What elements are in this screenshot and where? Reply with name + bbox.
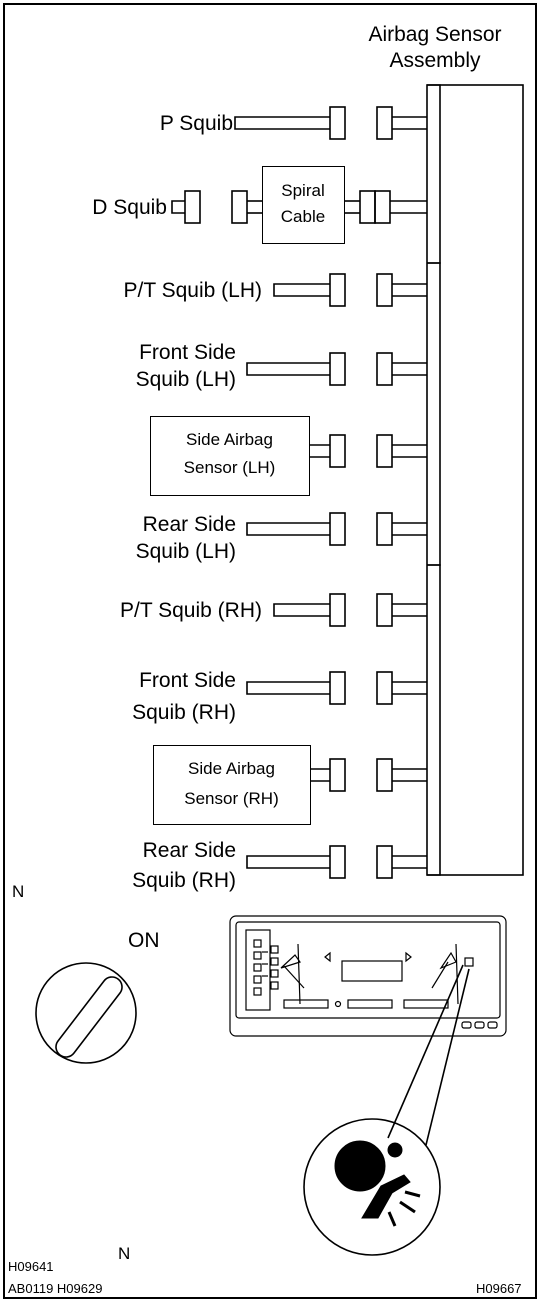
front-side-squib-lh-line-1: Front Side (139, 341, 236, 364)
d-squib-label: D Squib (92, 196, 167, 219)
side-sensor-lh-line-1: Side Airbag (186, 430, 273, 449)
assembly-title-line-2: Assembly (389, 49, 481, 72)
pt-squib-lh-label: P/T Squib (LH) (123, 279, 263, 302)
row-front-side-squib-lh (246, 352, 427, 386)
row-rear-side-squib-lh (246, 512, 427, 546)
p-squib-label: P Squib (159, 112, 233, 135)
marker-n-top: N (12, 882, 25, 901)
ignition-key-icon (35, 962, 137, 1064)
ignition-on-label: ON (128, 929, 160, 952)
connector-strip-3 (427, 564, 441, 876)
rear-side-squib-rh-line-1: Rear Side (142, 839, 236, 862)
row-pt-squib-rh (273, 593, 427, 627)
side-airbag-sensor-rh-box: Side Airbag Sensor (RH) (153, 745, 311, 825)
figure-code-3: H09667 (476, 1281, 522, 1296)
row-rear-side-squib-rh (246, 845, 427, 879)
row-p-squib (234, 106, 427, 140)
spiral-cable-box: Spiral Cable (262, 166, 345, 244)
assembly-title-line-1: Airbag Sensor (368, 23, 502, 46)
spiral-cable-line-1: Spiral (281, 181, 325, 200)
row-d-squib (171, 190, 427, 224)
airbag-warning-callout (303, 964, 470, 1256)
side-airbag-sensor-lh-box: Side Airbag Sensor (LH) (150, 416, 310, 496)
row-front-side-squib-rh (246, 671, 427, 705)
diagram-frame (3, 3, 537, 1299)
row-pt-squib-lh (273, 273, 427, 307)
row-side-sensor-rh (311, 758, 427, 792)
connector-strip-2 (427, 262, 441, 566)
marker-n-bottom: N (118, 1244, 131, 1263)
front-side-squib-rh-line-1: Front Side (139, 669, 236, 692)
instrument-cluster-icon (229, 915, 507, 1037)
figure-code-1: H09641 (8, 1259, 54, 1274)
side-sensor-rh-line-2: Sensor (RH) (184, 789, 279, 808)
row-side-sensor-lh (310, 434, 427, 468)
side-sensor-lh-line-2: Sensor (LH) (183, 458, 276, 477)
airbag-warning-light-icon (334, 1140, 421, 1227)
rear-side-squib-rh-line-2: Squib (RH) (132, 869, 236, 892)
rear-side-squib-lh-line-2: Squib (LH) (135, 540, 236, 563)
side-sensor-rh-line-1: Side Airbag (188, 759, 275, 778)
rear-side-squib-lh-line-1: Rear Side (142, 513, 236, 536)
figure-code-2: AB0119 H09629 (8, 1281, 103, 1296)
connector-strip-1 (427, 84, 441, 264)
spiral-cable-line-2: Cable (280, 207, 326, 226)
front-side-squib-lh-line-2: Squib (LH) (135, 368, 236, 391)
sensor-assembly-body (426, 84, 524, 876)
front-side-squib-rh-line-2: Squib (RH) (132, 701, 236, 724)
pt-squib-rh-label: P/T Squib (RH) (120, 599, 262, 622)
